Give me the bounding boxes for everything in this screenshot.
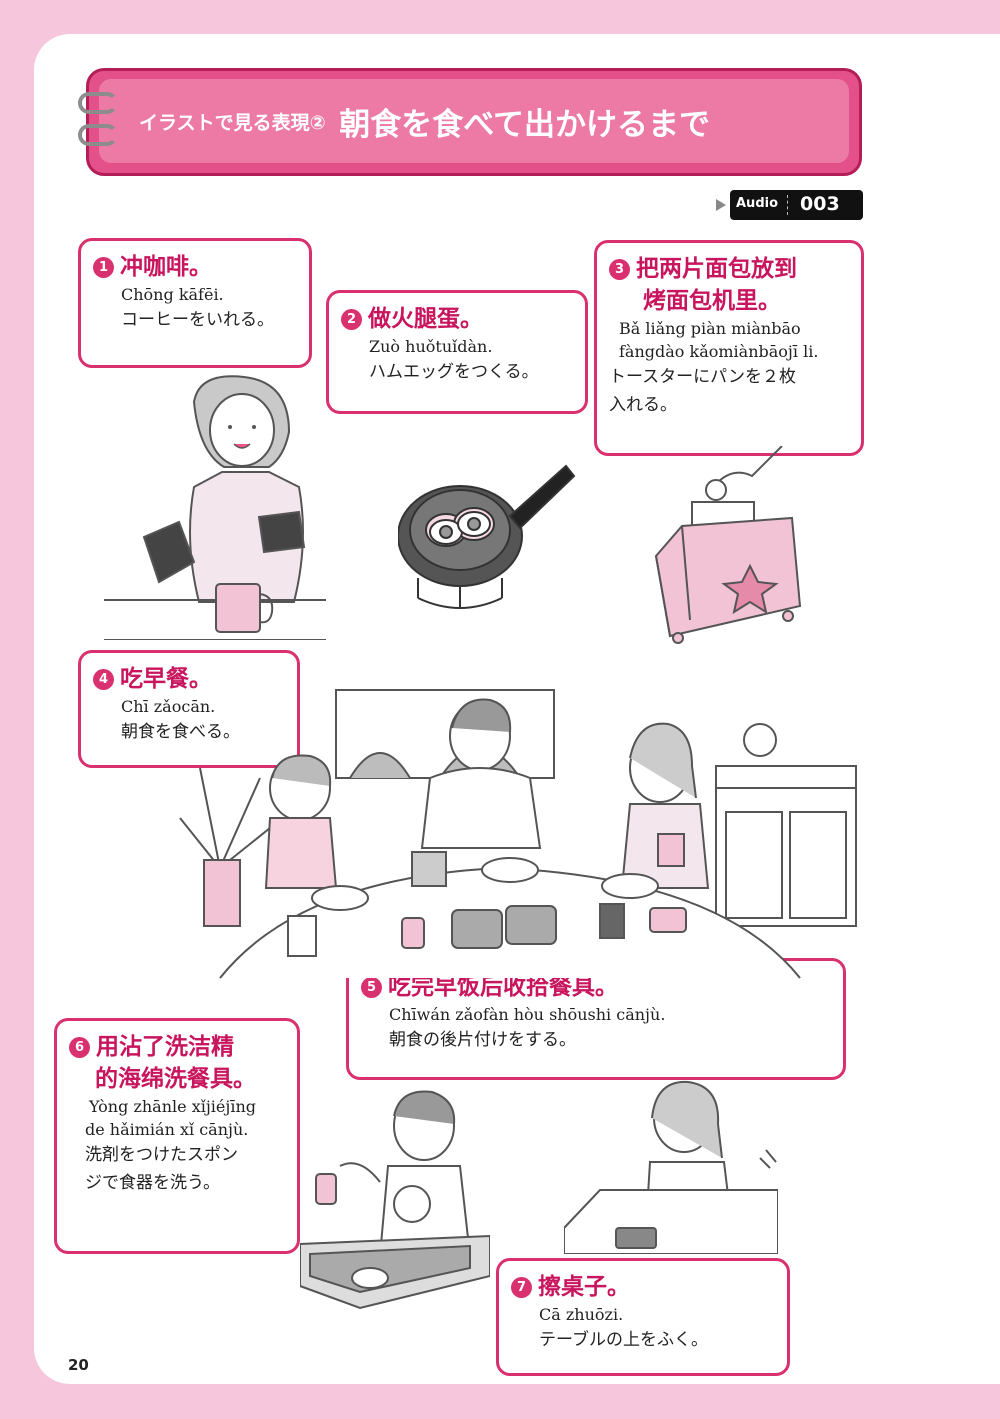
title-banner: イラストで見る表現② 朝食を食べて出かけるまで (86, 68, 862, 176)
japanese-translation: 朝食を食べる。 (121, 722, 240, 742)
binder-ring-icon (78, 92, 118, 114)
woman-wiping-table-illustration (564, 1080, 778, 1254)
japanese-translation-line-2: ジで食器を洗う。 (85, 1173, 220, 1193)
pinyin-line-2: fàngdào kǎomiànbāojī li. (619, 342, 819, 361)
binder-ring-icon (78, 124, 118, 146)
play-icon (716, 199, 726, 211)
audio-badge[interactable]: Audio 003 (716, 190, 863, 220)
japanese-translation: テーブルの上をふく。 (539, 1330, 708, 1350)
pinyin: Chīwán zǎofàn hòu shōushi cānjù. (389, 1005, 666, 1024)
page-title: イラストで見る表現② 朝食を食べて出かけるまで (139, 99, 710, 144)
japanese-translation: コーヒーをいれる。 (121, 310, 274, 330)
chinese-phrase-line-2: 的海绵洗餐具。 (95, 1066, 256, 1092)
pinyin: Bǎ liǎng piàn miànbāo (619, 319, 801, 338)
number-badge: 6 (69, 1037, 90, 1058)
number-badge: 7 (511, 1277, 532, 1298)
page-title-main: 朝食を食べて出かけるまで (339, 107, 711, 143)
number-badge: 3 (609, 259, 630, 280)
pinyin-line-2: de hǎimián xǐ cānjù. (85, 1120, 249, 1139)
pinyin: Chī zǎocān. (121, 697, 216, 716)
pinyin: Cā zhuōzi. (539, 1305, 624, 1324)
japanese-translation: ハムエッグをつくる。 (369, 362, 539, 382)
audio-divider (787, 195, 788, 215)
audio-track-number: 003 (800, 193, 840, 215)
title-banner-inner (99, 79, 849, 163)
audio-label: Audio (736, 196, 779, 211)
japanese-translation: 洗剤をつけたスポン (85, 1145, 238, 1165)
page-subtitle: イラストで見る表現② (139, 112, 326, 134)
japanese-translation-line-2: 入れる。 (609, 395, 677, 415)
japanese-translation: 朝食の後片付けをする。 (389, 1030, 576, 1050)
pinyin: Chōng kāfēi. (121, 285, 224, 304)
number-badge: 2 (341, 309, 362, 330)
toaster-illustration (654, 446, 802, 644)
frying-pan-illustration (398, 464, 576, 609)
chinese-phrase-line-2: 烤面包机里。 (643, 288, 781, 314)
number-badge: 1 (93, 257, 114, 278)
number-badge: 4 (93, 669, 114, 690)
woman-pouring-coffee-illustration (104, 375, 326, 640)
japanese-translation: トースターにパンを２枚 (609, 367, 796, 387)
page-number: 20 (68, 1356, 89, 1374)
family-breakfast-illustration (179, 689, 857, 979)
pinyin: Yòng zhānle xǐjiéjīng (89, 1097, 256, 1116)
number-badge: 5 (361, 977, 382, 998)
pinyin: Zuò huǒtuǐdàn. (369, 337, 493, 356)
man-washing-dishes-illustration (300, 1090, 490, 1310)
